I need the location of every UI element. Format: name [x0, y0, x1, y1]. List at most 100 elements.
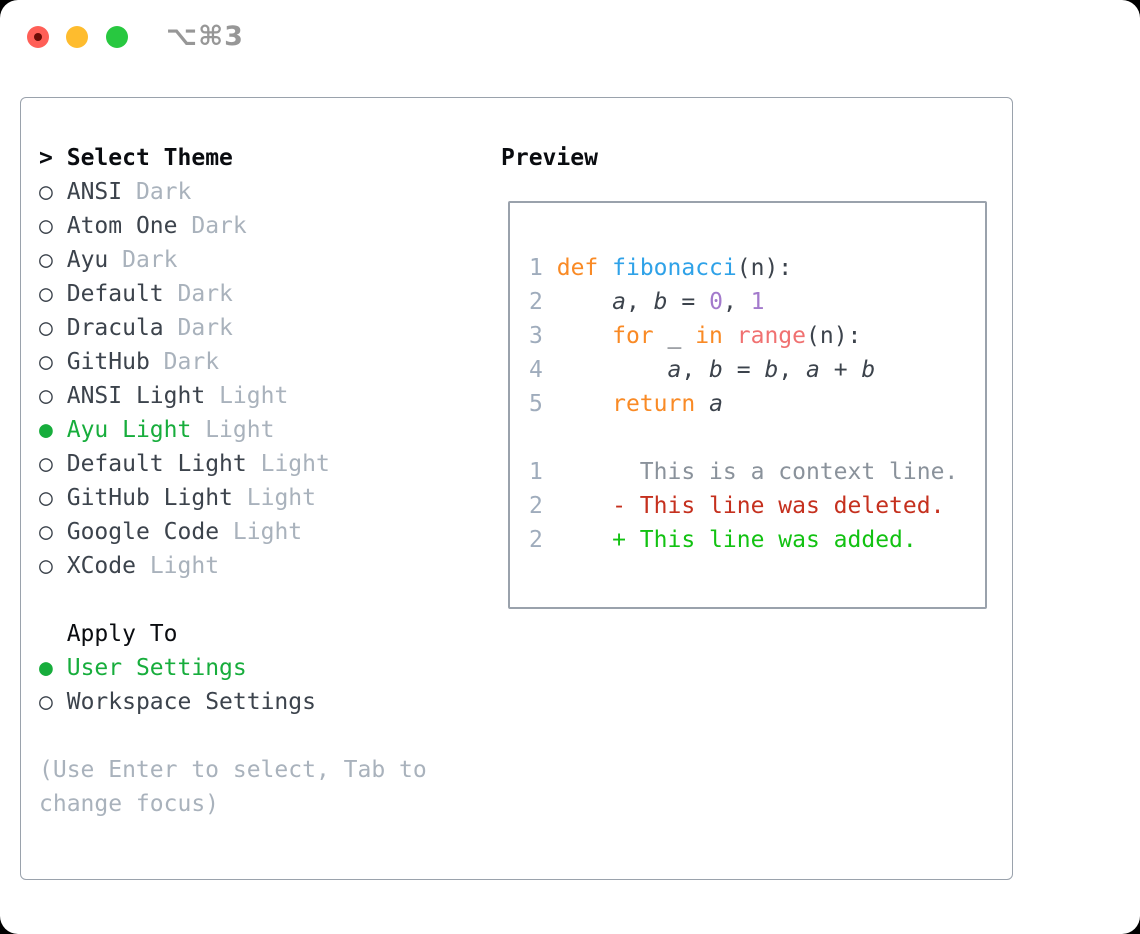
select-theme-header-label: Select Theme [66, 145, 233, 171]
line-number: 1 [529, 255, 543, 281]
code-token [543, 289, 612, 315]
diff-text: + This line was added. [542, 527, 917, 553]
diff-text: This is a context line. [542, 459, 959, 485]
diff-line-del: 2 - This line was deleted. [529, 489, 958, 523]
code-token: in [695, 323, 723, 349]
line-number: 2 [529, 493, 543, 519]
radio-icon: ○ [39, 553, 53, 579]
line-number: 4 [529, 357, 543, 383]
code-token: , [778, 357, 807, 383]
theme-option[interactable]: ○ GitHub Dark [39, 345, 427, 379]
theme-variant-label: Light [260, 451, 330, 477]
theme-option[interactable]: ○ Default Light Light [39, 447, 427, 481]
code-token: b [653, 289, 668, 315]
apply-to-option[interactable]: ○ Workspace Settings [39, 685, 427, 719]
theme-option[interactable]: ● Ayu Light Light [39, 413, 427, 447]
code-token: a [806, 357, 820, 383]
code-token: fibonacci [612, 255, 737, 281]
theme-list: ○ ANSI Dark○ Atom One Dark○ Ayu Dark○ De… [39, 175, 427, 583]
theme-option[interactable]: ○ Default Dark [39, 277, 427, 311]
code-token: _ [653, 323, 696, 349]
zoom-button[interactable] [106, 26, 128, 48]
focus-caret-icon: > [39, 145, 53, 171]
radio-icon: ○ [39, 315, 53, 341]
code-token: (n): [736, 255, 793, 281]
code-line: 3 for _ in range(n): [529, 319, 958, 353]
code-token: def [556, 255, 599, 281]
code-token [723, 323, 737, 349]
code-token: = [667, 289, 710, 315]
radio-icon: ○ [39, 689, 53, 715]
theme-variant-label: Dark [191, 213, 247, 239]
code-token: a [667, 357, 682, 383]
code-token: for [612, 323, 654, 349]
theme-option-label: Default [66, 281, 164, 307]
theme-option-label: ANSI Light [66, 383, 206, 409]
radio-icon: ○ [39, 383, 53, 409]
code-line: 2 a, b = 0, 1 [529, 285, 958, 319]
theme-option[interactable]: ○ GitHub Light Light [39, 481, 427, 515]
radio-icon: ○ [39, 281, 53, 307]
line-number: 2 [529, 289, 543, 315]
theme-option[interactable]: ○ Dracula Dark [39, 311, 427, 345]
theme-option[interactable]: ○ Google Code Light [39, 515, 427, 549]
code-token [543, 323, 612, 349]
minimize-button[interactable] [66, 26, 88, 48]
theme-option-label: ANSI [66, 179, 123, 205]
diff-line-ctx: 1 This is a context line. [529, 455, 958, 489]
theme-variant-label: Dark [177, 281, 233, 307]
spacer [529, 421, 958, 455]
apply-to-list: ● User Settings○ Workspace Settings [39, 651, 427, 719]
theme-option-label: Atom One [66, 213, 178, 239]
select-theme-header: > Select Theme [39, 141, 427, 175]
radio-icon: ○ [39, 519, 53, 545]
apply-to-option-label: User Settings [66, 655, 247, 681]
radio-icon: ● [39, 655, 53, 681]
code-token: range [736, 323, 807, 349]
theme-option[interactable]: ○ Atom One Dark [39, 209, 427, 243]
theme-option-label: Google Code [66, 519, 220, 545]
code-token [695, 391, 709, 417]
radio-icon: ● [39, 417, 53, 443]
theme-picker-panel: > Select Theme ○ ANSI Dark○ Atom One Dar… [20, 97, 1013, 880]
theme-option[interactable]: ○ Ayu Dark [39, 243, 427, 277]
code-token [543, 357, 668, 383]
theme-option[interactable]: ○ ANSI Light Light [39, 379, 427, 413]
apply-to-option-label: Workspace Settings [66, 689, 316, 715]
theme-variant-label: Light [205, 417, 275, 443]
code-token: + [819, 357, 862, 383]
hint-text-line-1: (Use Enter to select, Tab to [39, 757, 427, 783]
theme-variant-label: Dark [177, 315, 233, 341]
theme-variant-label: Dark [122, 247, 178, 273]
radio-icon: ○ [39, 247, 53, 273]
code-token: , [722, 289, 751, 315]
theme-variant-label: Light [219, 383, 289, 409]
line-number: 2 [529, 527, 543, 553]
spacer [39, 719, 427, 753]
code-token: a [612, 289, 626, 315]
code-token [543, 255, 557, 281]
line-number: 3 [529, 323, 543, 349]
close-button[interactable] [27, 26, 49, 48]
code-token: 0 [709, 289, 723, 315]
code-token: 1 [750, 289, 765, 315]
radio-icon: ○ [39, 485, 53, 511]
code-token: , [681, 357, 710, 383]
theme-variant-label: Light [232, 519, 303, 545]
code-token: a [709, 391, 723, 417]
preview-header: Preview [501, 145, 598, 171]
theme-option[interactable]: ○ ANSI Dark [39, 175, 427, 209]
radio-icon: ○ [39, 213, 53, 239]
theme-option-label: Ayu [66, 247, 109, 273]
code-token: b [861, 357, 876, 383]
spacer [39, 583, 427, 617]
code-line: 5 return a [529, 387, 958, 421]
theme-option-label: Ayu Light [66, 417, 192, 443]
theme-option[interactable]: ○ XCode Light [39, 549, 427, 583]
line-number: 5 [529, 391, 543, 417]
close-active-dot-icon [34, 33, 42, 41]
window-title: ⌥⌘3 [166, 21, 244, 52]
apply-to-option[interactable]: ● User Settings [39, 651, 427, 685]
radio-icon: ○ [39, 179, 53, 205]
theme-option-label: GitHub [66, 349, 150, 375]
